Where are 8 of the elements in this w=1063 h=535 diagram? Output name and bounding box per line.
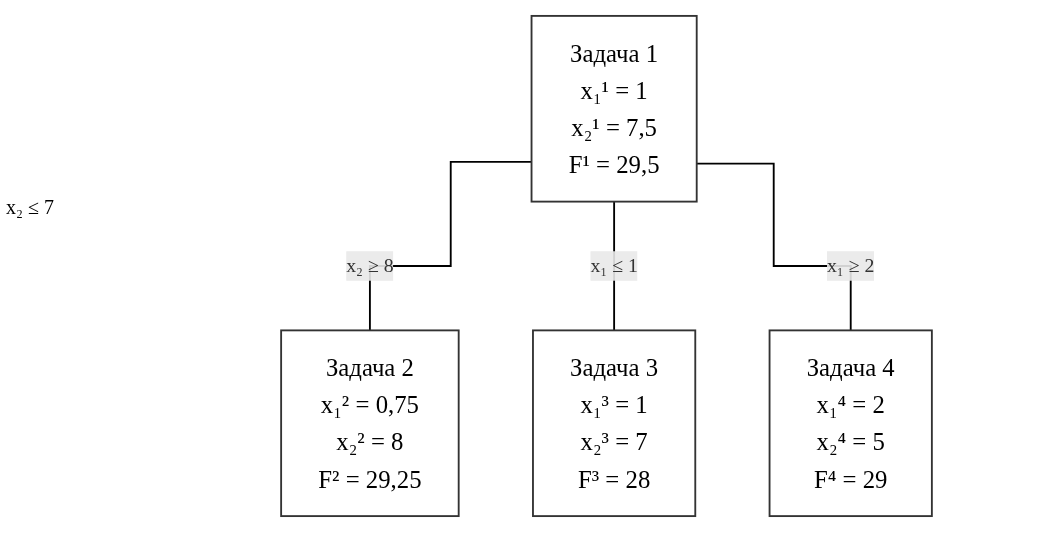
edge-label: x₂ ≥ 8 <box>346 254 394 276</box>
edge-label: x₁ ≥ 2 <box>826 254 875 276</box>
edge-label: x₁ ≤ 1 <box>590 254 638 276</box>
node-box: Задача 1 x₁¹ = 1 x₂¹ = 7,5 F¹ = 29,5 <box>530 14 698 203</box>
branch-condition: x₂ ≤ 7 <box>6 196 55 219</box>
node-box: Задача 3 x₁³ = 1 x₂³ = 7 F³ = 28 <box>532 329 697 518</box>
node-box: Задача 4 x₁⁴ = 2 x₂⁴ = 5 F⁴ = 29 <box>768 329 933 518</box>
node-box: Задача 2 x₁² = 0,75 x₂² = 8 F² = 29,25 <box>280 329 460 518</box>
